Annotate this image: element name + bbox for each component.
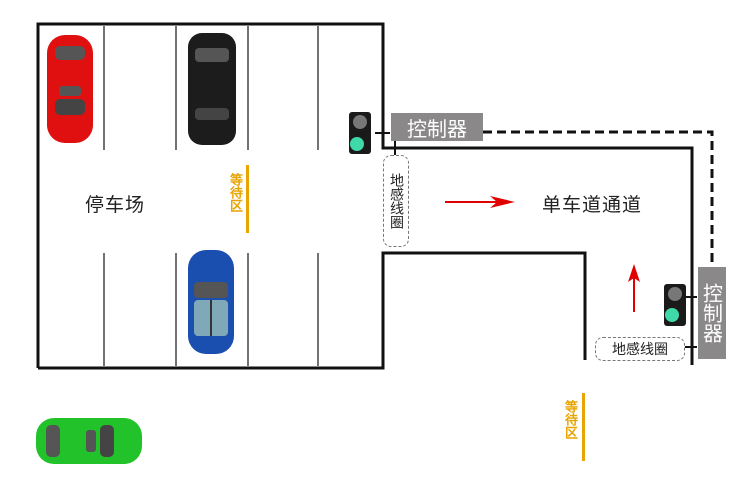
car-blue [188,250,234,354]
car-green [36,418,142,464]
waiting-zone-outside-label: 等待区 [562,400,577,439]
parking-lot-outline [36,22,694,368]
direction-arrow-right [445,196,515,208]
traffic-light-right [664,284,686,326]
controller-right: 控制器 [698,267,726,359]
stall-dividers-top [103,26,319,150]
parking-lot-label: 停车场 [85,194,146,216]
controller-top: 控制器 [391,113,483,141]
car-black [188,33,236,145]
stall-dividers-bottom [103,253,319,366]
channel-lower-wall [38,251,587,370]
car-red [47,35,93,143]
waiting-zone-lot-line [246,165,249,233]
traffic-light-top [349,112,371,154]
channel-label: 单车道通道 [542,194,643,216]
ground-loop-right: 地感线圈 [595,337,685,361]
waiting-zone-lot-label: 等待区 [227,173,242,212]
ground-loop-left: 地感线圈 [383,155,409,247]
control-wire [483,130,714,267]
direction-arrow-up [628,264,640,312]
waiting-zone-outside-line [582,393,585,461]
